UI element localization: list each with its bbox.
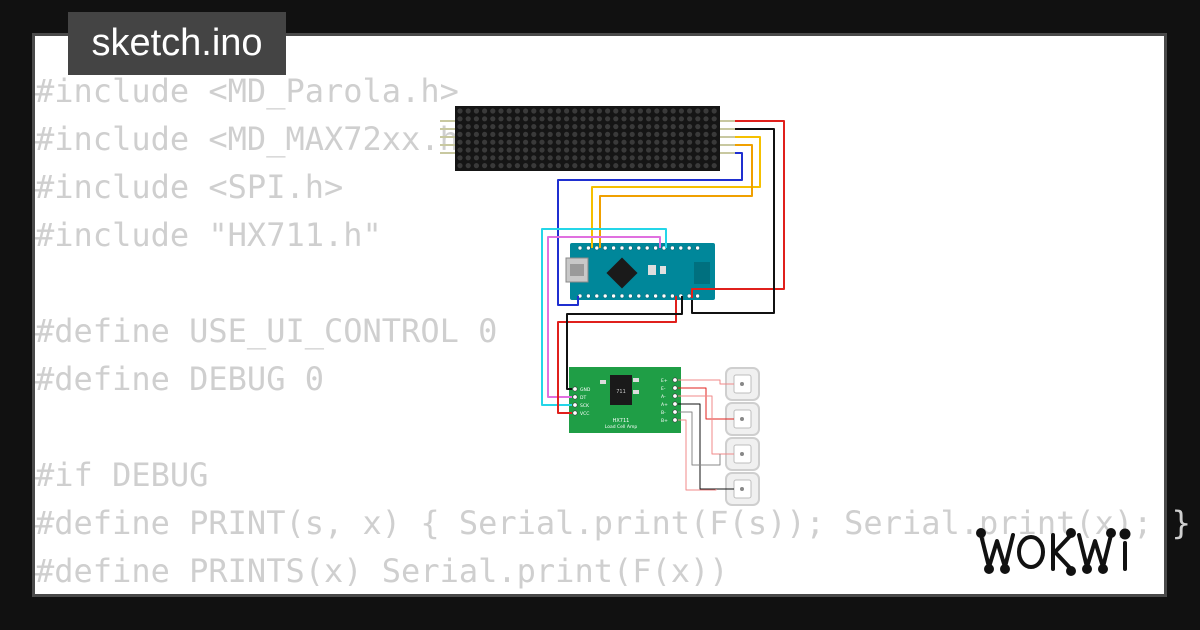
load-cell[interactable] [725, 472, 760, 506]
code-line: #include <MD_MAX72xx.h> [35, 120, 479, 158]
wokwi-logo [976, 528, 1131, 576]
code-line: #include "HX711.h" [35, 216, 382, 254]
pin-dt: DT [580, 395, 586, 401]
wires [541, 120, 785, 491]
code-line: #if DEBUG [35, 456, 209, 494]
pin-gnd: GND [580, 387, 591, 393]
code-editor: #include <MD_Parola.h> #include <MD_MAX72… [35, 67, 1191, 595]
hx711-sublabel: Load Cell Amp [605, 424, 638, 430]
hx711-board[interactable]: 711 HX711 Load Cell Amp GND DT SCK VCC [569, 367, 681, 433]
file-tab[interactable]: sketch.ino [68, 12, 286, 75]
code-line: #define USE_UI_CONTROL 0 [35, 312, 498, 350]
hx711-label: HX711 [613, 418, 630, 424]
code-line: #include <SPI.h> [35, 168, 344, 206]
load-cell[interactable] [725, 367, 760, 401]
pin-sck: SCK [580, 403, 590, 409]
chip-label: 711 [616, 389, 626, 395]
led-matrix[interactable] [440, 106, 735, 171]
pin-e-minus: E- [661, 386, 666, 392]
arduino-nano[interactable] [565, 243, 715, 300]
pin-e-plus: E+ [661, 378, 668, 384]
matrix-dots [457, 108, 717, 169]
code-line: #include <MD_Parola.h> [35, 72, 459, 110]
pin-a-minus: A- [661, 394, 666, 400]
load-cells [725, 367, 760, 506]
pin-b-minus: B- [661, 410, 666, 416]
pin-b-plus: B+ [661, 418, 668, 424]
pin-a-plus: A+ [661, 402, 668, 408]
code-line: #define PRINT(s, x) { Serial.print(F(s))… [35, 504, 1191, 542]
code-line: #define PRINTS(x) Serial.print(F(x)) [35, 552, 729, 590]
code-line: #define DEBUG 0 [35, 360, 324, 398]
pin-vcc: VCC [580, 411, 589, 417]
